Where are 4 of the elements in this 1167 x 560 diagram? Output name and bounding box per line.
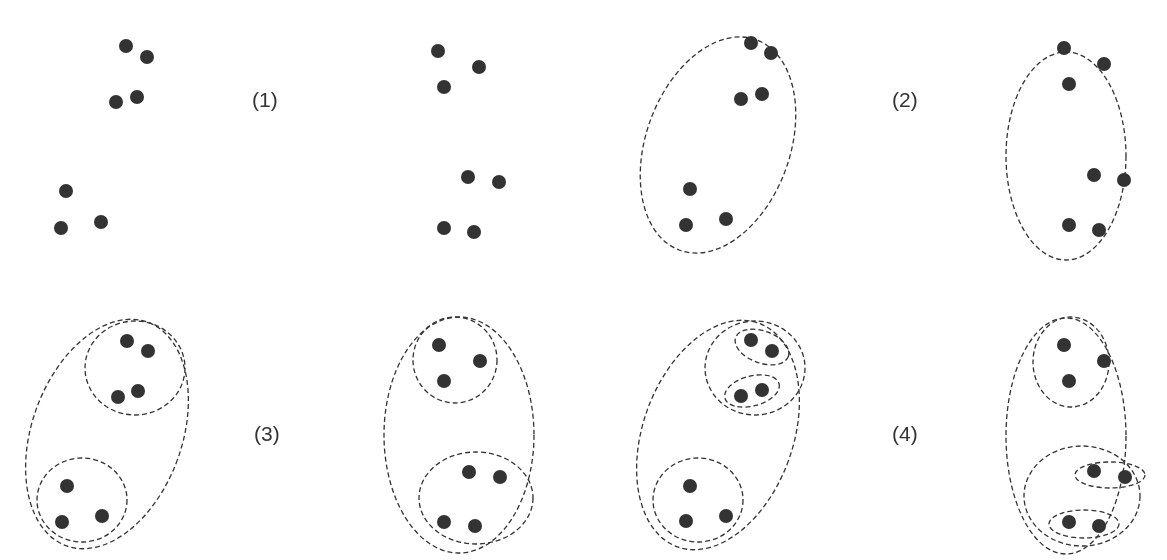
- panel-number: (2): [892, 88, 918, 112]
- panel-number: (3): [254, 422, 280, 446]
- panel-number: (4): [892, 422, 918, 446]
- panel-number: (1): [252, 88, 278, 112]
